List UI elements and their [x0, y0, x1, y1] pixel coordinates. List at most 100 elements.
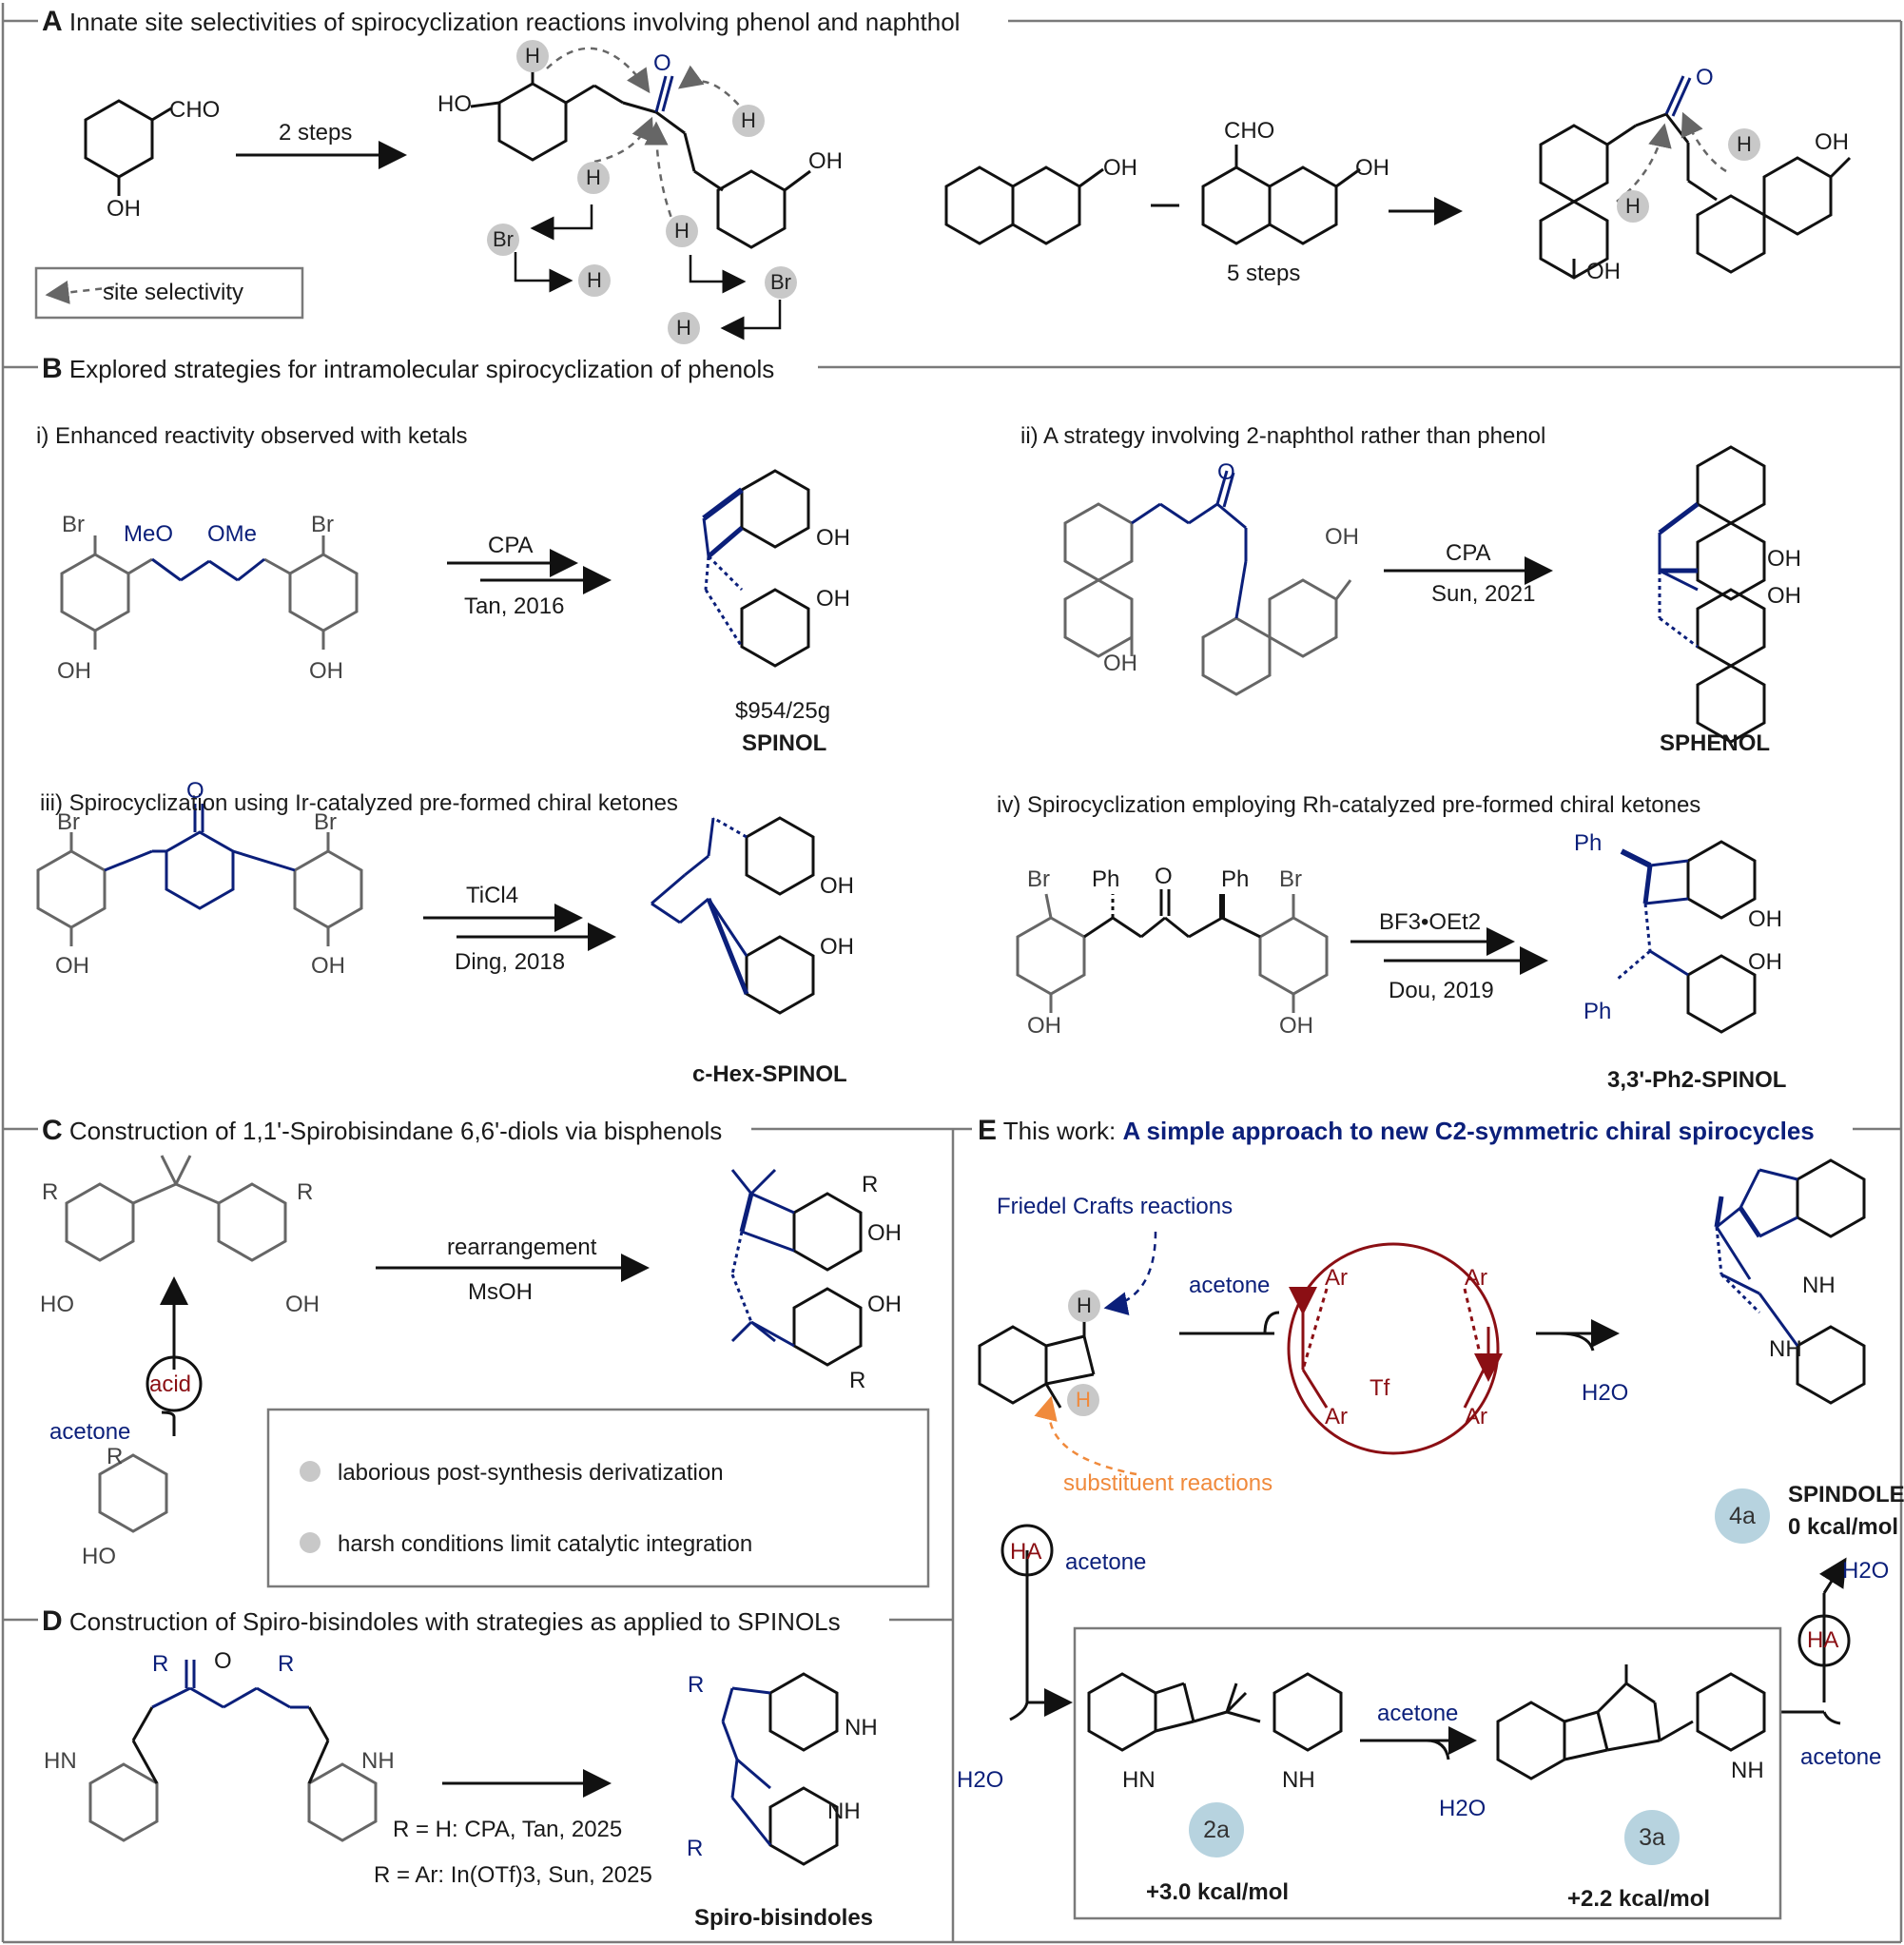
ph-prod-2: Ph: [1583, 999, 1612, 1024]
reagent-iii: TiCl4: [466, 883, 519, 908]
oh-naph-2: OH: [1355, 155, 1389, 181]
oh-chex-2: OH: [820, 934, 854, 960]
ar-1: Ar: [1325, 1265, 1348, 1291]
step-label-2: 2 steps: [279, 120, 353, 146]
nh-d-2: NH: [845, 1715, 878, 1741]
r-d-3: R: [688, 1672, 705, 1698]
product-sphenol: SPHENOL: [1660, 730, 1771, 756]
bullet-dot-2: [300, 1532, 321, 1553]
panelA-naphthol: [944, 75, 1852, 280]
acetone-e3: acetone: [1800, 1744, 1882, 1770]
panelA-letter: A: [42, 6, 63, 37]
oh-prod-c-1: OH: [867, 1220, 902, 1246]
r-prod-1: R: [862, 1172, 879, 1197]
r-d-2: R: [278, 1651, 295, 1677]
h-atom-7: H: [1728, 128, 1760, 161]
h-atom-2: H: [577, 162, 610, 194]
oh-ph2-2: OH: [1748, 949, 1782, 975]
r-c-1: R: [42, 1179, 59, 1205]
r-prod-2: R: [849, 1368, 866, 1393]
bullet-1: laborious post-synthesis derivatization: [338, 1460, 724, 1486]
panelA-structures: [84, 65, 811, 249]
meo: MeO: [124, 521, 174, 547]
panelA-header: A Innate site selectivities of spirocycl…: [42, 8, 960, 36]
acetone-e4: acetone: [1377, 1701, 1459, 1726]
acetone-c: acetone: [49, 1419, 131, 1445]
h-atom-4: H: [666, 215, 698, 247]
cho-label: CHO: [169, 97, 221, 123]
h-atom-1: H: [516, 40, 549, 72]
ketone-o-d: O: [214, 1648, 232, 1674]
acetone-e1: acetone: [1189, 1273, 1271, 1298]
h2o-e4: H2O: [1439, 1796, 1486, 1821]
ho-c: HO: [40, 1292, 74, 1317]
oh-iv-1: OH: [1027, 1013, 1061, 1039]
r-d-4: R: [687, 1836, 704, 1861]
hn-2a: HN: [1122, 1767, 1156, 1793]
panel-frames: [1, 3, 1903, 1944]
panelA-title: Innate site selectivities of spirocycliz…: [68, 8, 961, 36]
panelB-ii-label: ii) A strategy involving 2-naphthol rath…: [1020, 423, 1546, 449]
h-atom-8: H: [1617, 190, 1649, 223]
panelB-iii-label: iii) Spirocyclization using Ir-catalyzed…: [40, 790, 678, 816]
h-atom-e2: H: [1067, 1384, 1099, 1416]
ref-iii: Ding, 2018: [455, 949, 566, 975]
nh-2a: NH: [1282, 1767, 1315, 1793]
hn-d: HN: [44, 1748, 77, 1774]
panelD-header: D Construction of Spiro-bisindoles with …: [42, 1605, 841, 1637]
h2o-e2: H2O: [957, 1767, 1004, 1793]
oh-spinol-2: OH: [816, 586, 850, 612]
ar-3: Ar: [1325, 1404, 1348, 1430]
panelA-selectivity-arrows: [45, 47, 748, 304]
r-d-1: R: [152, 1651, 169, 1677]
ho-c-2: HO: [82, 1544, 116, 1569]
product-spirobisindoles: Spiro-bisindoles: [694, 1905, 874, 1931]
panelB-iv-label: iv) Spirocyclization employing Rh-cataly…: [997, 792, 1701, 818]
oh-ii-2: OH: [1103, 651, 1137, 676]
ar-4: Ar: [1465, 1404, 1487, 1430]
product-spindole: SPINDOLE: [1788, 1482, 1904, 1507]
reagent-iv: BF3•OEt2: [1379, 909, 1482, 935]
ref-i: Tan, 2016: [464, 593, 565, 619]
nh-d-3: NH: [827, 1799, 861, 1824]
ha-2: HA: [1807, 1627, 1839, 1653]
panelB-i-label: i) Enhanced reactivity observed with ket…: [36, 423, 468, 449]
ho-label: HO: [437, 91, 472, 117]
br-iii-2: Br: [314, 809, 337, 835]
bullet-dot-1: [300, 1461, 321, 1482]
acetone-e2: acetone: [1065, 1549, 1147, 1575]
tf-label: Tf: [1370, 1375, 1390, 1401]
ketone-o: O: [653, 50, 671, 76]
h2o-e3: H2O: [1842, 1558, 1890, 1584]
oh-chex-1: OH: [820, 873, 854, 899]
reagent-i: CPA: [488, 533, 534, 558]
oh-ii-1: OH: [1325, 524, 1359, 550]
ph-iv-2: Ph: [1221, 866, 1250, 892]
oh-label: OH: [107, 196, 141, 222]
h-atom-5: H: [578, 264, 611, 297]
ar-2: Ar: [1465, 1265, 1487, 1291]
h-atom-e1: H: [1068, 1290, 1100, 1322]
panelB-header: B Explored strategies for intramolecular…: [42, 353, 775, 384]
ref-iv: Dou, 2019: [1389, 978, 1494, 1003]
panelA-br-arrows: [514, 204, 782, 340]
ketone-o-iii: O: [186, 778, 204, 804]
energy-2a: +3.0 kcal/mol: [1146, 1879, 1290, 1905]
oh-label-2: OH: [808, 148, 843, 174]
oh-i-1: OH: [57, 658, 91, 684]
br-iii-1: Br: [57, 809, 80, 835]
panelB-i-sm: [60, 535, 359, 650]
cond-d-1: R = H: CPA, Tan, 2025: [393, 1817, 623, 1842]
oh-sphenol-1: OH: [1767, 546, 1801, 572]
oh-spinol-1: OH: [816, 525, 850, 551]
product-spinol: SPINOL: [742, 730, 827, 756]
br-i-2: Br: [311, 512, 334, 537]
energy-3a: +2.2 kcal/mol: [1567, 1886, 1711, 1912]
ref-ii: Sun, 2021: [1431, 581, 1536, 607]
intermediates-box: [1073, 1626, 1782, 1920]
h-atom-3: H: [732, 105, 765, 137]
badge-4a: 4a: [1715, 1488, 1770, 1544]
ketone-o-ii: O: [1217, 459, 1235, 485]
oh-sphenol-2: OH: [1767, 583, 1801, 609]
